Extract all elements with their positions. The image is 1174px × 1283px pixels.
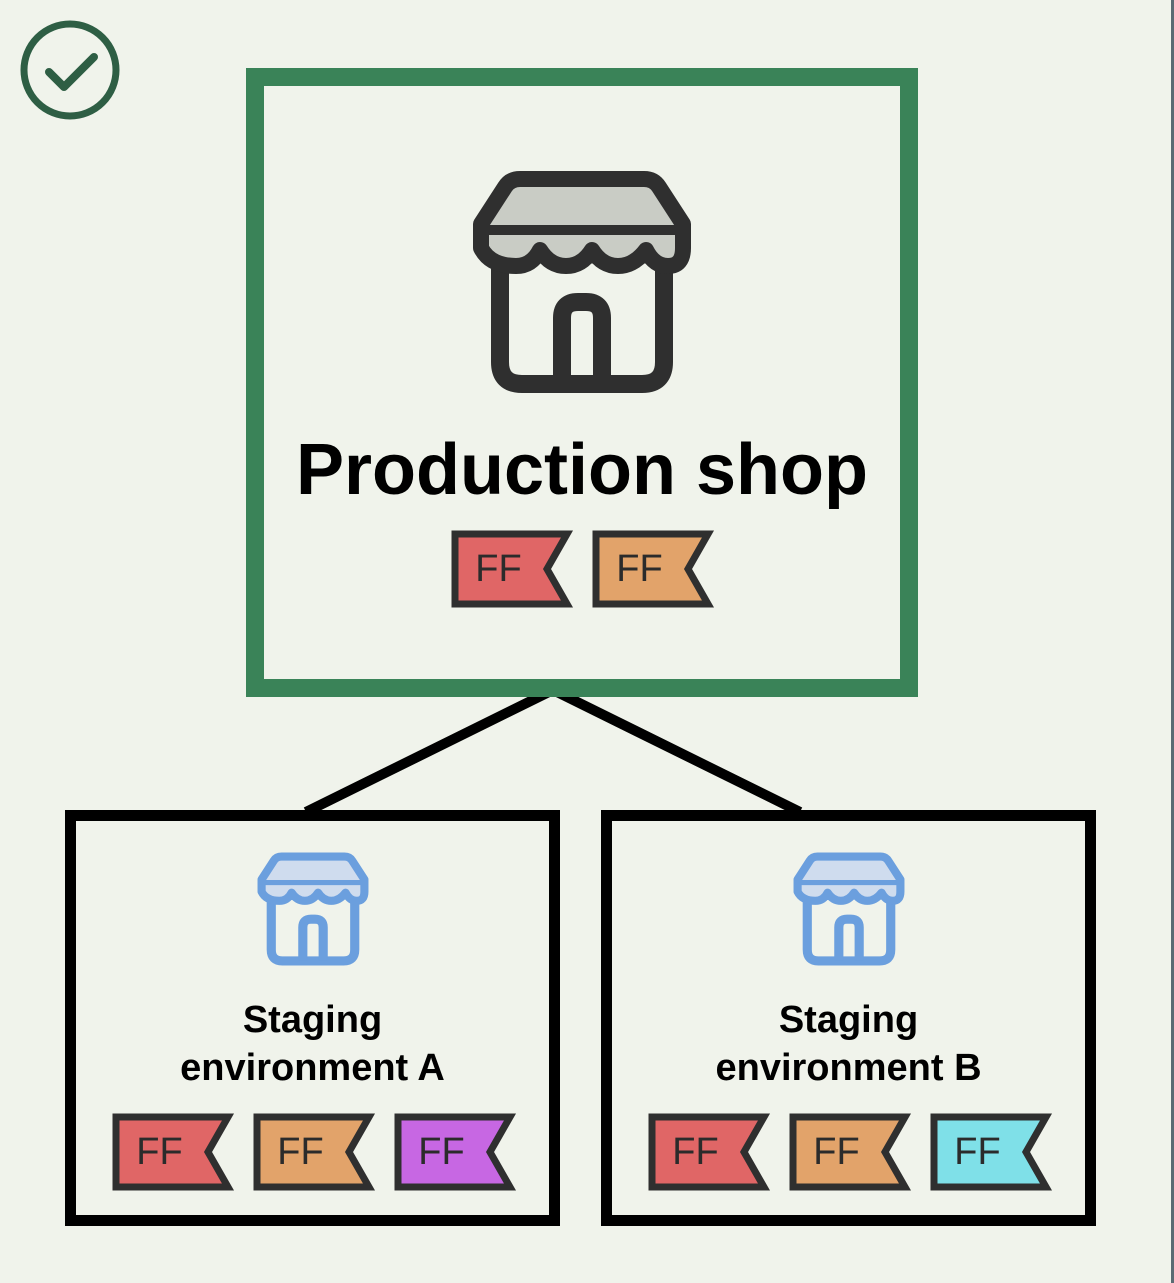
staging-a-title-line1: Staging — [242, 999, 383, 1041]
staging-b-shop-icon — [793, 852, 905, 966]
feature-flag-badge: FF — [394, 1113, 518, 1191]
production-shop-icon — [473, 171, 691, 393]
flag-label: FF — [616, 547, 663, 590]
feature-flag-badge: FF — [789, 1113, 913, 1191]
staging-environment-b-box — [601, 810, 1096, 1226]
flag-label: FF — [672, 1130, 719, 1173]
flag-shape-icon — [112, 1113, 235, 1191]
feature-flag-badge: FF — [592, 530, 716, 608]
flag-shape-icon — [648, 1113, 771, 1191]
staging-a-title-line2: environment A — [180, 1047, 445, 1089]
flag-label: FF — [954, 1130, 1001, 1173]
staging-a-shop-icon — [257, 852, 369, 966]
flag-label: FF — [277, 1130, 324, 1173]
flag-shape-icon — [592, 530, 715, 608]
staging-b-title-line1: Staging — [778, 999, 919, 1041]
staging-environment-a-box — [65, 810, 560, 1226]
flag-shape-icon — [451, 530, 574, 608]
flag-shape-icon — [930, 1113, 1053, 1191]
feature-flag-badge: FF — [253, 1113, 377, 1191]
feature-flag-badge: FF — [112, 1113, 236, 1191]
check-circle-icon — [20, 20, 120, 120]
flag-label: FF — [136, 1130, 183, 1173]
production-shop-box — [246, 68, 918, 697]
right-edge-border — [1171, 0, 1174, 1283]
flag-shape-icon — [394, 1113, 517, 1191]
flag-label: FF — [813, 1130, 860, 1173]
flag-label: FF — [475, 547, 522, 590]
flag-shape-icon — [789, 1113, 912, 1191]
flag-shape-icon — [253, 1113, 376, 1191]
feature-flag-badge: FF — [930, 1113, 1054, 1191]
production-shop-title: Production shop — [296, 430, 868, 510]
staging-b-title-line2: environment B — [715, 1047, 982, 1089]
feature-flag-badge: FF — [451, 530, 575, 608]
feature-flag-badge: FF — [648, 1113, 772, 1191]
flag-label: FF — [418, 1130, 465, 1173]
